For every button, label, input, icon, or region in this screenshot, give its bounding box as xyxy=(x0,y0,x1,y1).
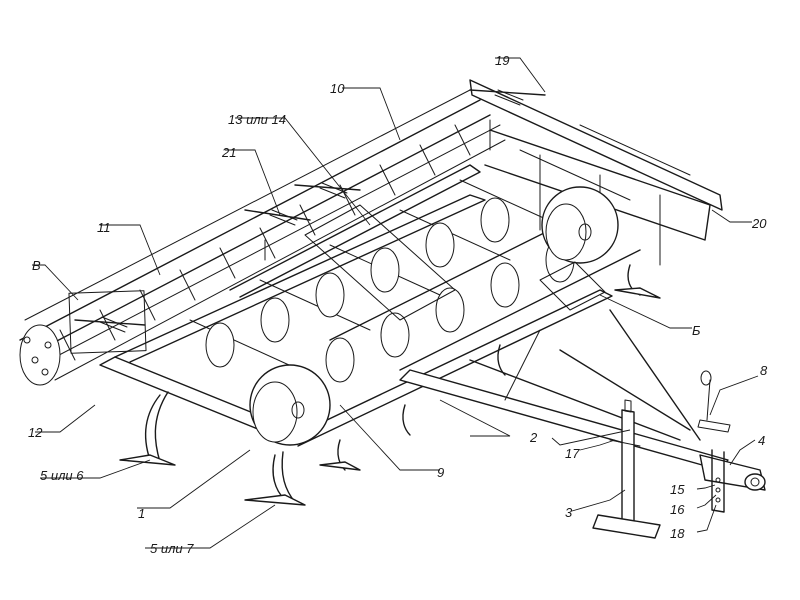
main-frame xyxy=(99,79,723,447)
label-13-or-14: 13 или 14 xyxy=(228,112,286,127)
label-9: 9 xyxy=(437,465,444,480)
disc-row xyxy=(205,197,575,383)
detail-frame-v xyxy=(68,290,147,354)
detail-frame-b xyxy=(539,261,606,311)
label-2: 2 xyxy=(529,430,538,445)
label-5-or-6: 5 или 6 xyxy=(40,468,84,483)
label-4: 4 xyxy=(758,433,765,448)
drawbar xyxy=(399,309,766,513)
label-1: 1 xyxy=(138,506,145,521)
spring-assemblies xyxy=(74,89,546,333)
label-v: В xyxy=(32,258,41,273)
detail-frame-13-14 xyxy=(304,204,456,321)
label-15: 15 xyxy=(670,482,685,497)
label-12: 12 xyxy=(28,425,43,440)
part-labels: 1 2 3 4 5 или 6 5 или 7 8 9 10 11 12 13 … xyxy=(28,53,768,556)
label-8: 8 xyxy=(760,363,768,378)
label-19: 19 xyxy=(495,53,509,68)
label-16: 16 xyxy=(670,502,685,517)
label-20: 20 xyxy=(751,216,767,231)
transport-wheels xyxy=(249,186,619,446)
front-tines xyxy=(119,264,661,506)
label-5-or-7: 5 или 7 xyxy=(150,541,194,556)
label-11: 11 xyxy=(97,220,111,235)
label-21: 21 xyxy=(221,145,236,160)
leader-lines xyxy=(32,57,759,549)
label-10: 10 xyxy=(330,81,345,96)
label-3: 3 xyxy=(565,505,573,520)
jack-stand xyxy=(592,399,661,539)
rear-roller xyxy=(19,89,506,386)
label-18: 18 xyxy=(670,526,685,541)
label-b: Б xyxy=(692,323,701,338)
label-17: 17 xyxy=(565,446,580,461)
